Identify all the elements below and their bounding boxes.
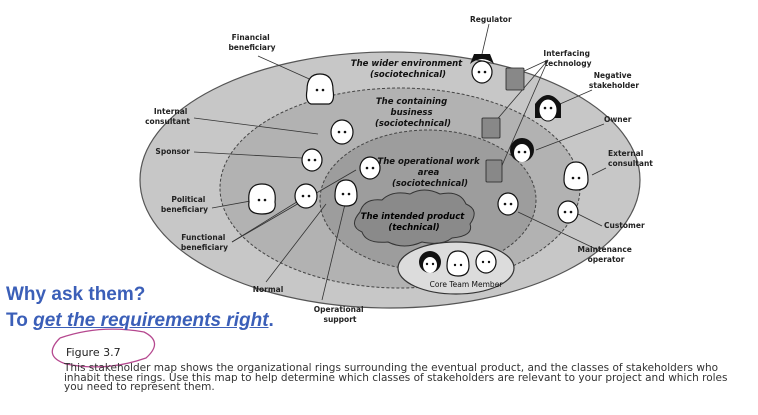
sponsor-face	[301, 148, 323, 172]
sponsor-label: Sponsor	[155, 147, 190, 156]
core-team-face-2	[446, 250, 470, 277]
interfacing-technology-boxes	[481, 67, 525, 183]
normal-label: Normal	[253, 285, 284, 294]
operational-area-face	[359, 156, 381, 180]
normal-face	[334, 179, 358, 207]
customer-label: Customer	[604, 221, 645, 230]
owner-label: Owner	[604, 115, 632, 124]
heading-suffix: .	[268, 310, 274, 331]
internal-consultant-face	[330, 119, 354, 145]
why-ask-them-heading: Why ask them?	[6, 284, 146, 305]
operational-area-label: The operational work area (sociotechnica…	[377, 157, 482, 189]
regulator-label: Regulator	[470, 15, 512, 24]
political-beneficiary-face	[248, 183, 276, 215]
stakeholder-faces	[248, 54, 589, 277]
intended-product-cloud	[354, 189, 475, 247]
containing-business-label: The containing business (sociotechnical)	[375, 97, 451, 129]
owner-face	[510, 138, 534, 162]
customer-face	[557, 200, 579, 224]
functional-beneficiary-label: Functional beneficiary	[181, 233, 228, 252]
functional-beneficiary-face	[294, 183, 318, 209]
negative-stakeholder-label: Negative stakeholder	[589, 71, 640, 90]
operational-support-label: Operational support	[314, 305, 367, 324]
negative-stakeholder-face	[535, 95, 561, 122]
external-consultant-face	[563, 161, 589, 191]
heading-prefix: To	[6, 310, 34, 331]
financial-beneficiary-label: Financial beneficiary	[228, 33, 275, 52]
interfacing-technology-label: Interfacing technology	[543, 49, 592, 68]
internal-consultant-label: Internal consultant	[145, 107, 190, 126]
figure-caption: This stakeholder map shows the organizat…	[64, 362, 728, 393]
core-team-face-3	[475, 250, 497, 274]
regulator-face	[470, 54, 494, 84]
wider-environment-label: The wider environment (sociotechnical)	[351, 59, 465, 80]
external-consultant-label: External consultant	[608, 149, 653, 168]
annotation-circle	[51, 328, 156, 368]
get-requirements-right-heading: To get the requirements right.	[6, 310, 274, 332]
intended-product-label: The intended product (technical)	[361, 212, 468, 233]
heading-emphasis: get the requirements right	[33, 310, 269, 331]
figure-title: Figure 3.7	[66, 346, 121, 359]
political-beneficiary-label: Political beneficiary	[161, 195, 208, 214]
core-team-face-1	[419, 251, 441, 273]
maintenance-operator-face	[497, 192, 519, 216]
maintenance-operator-label: Maintenance operator	[577, 245, 634, 264]
financial-beneficiary-face	[305, 73, 335, 105]
core-team-label: Core Team Member	[430, 280, 504, 289]
